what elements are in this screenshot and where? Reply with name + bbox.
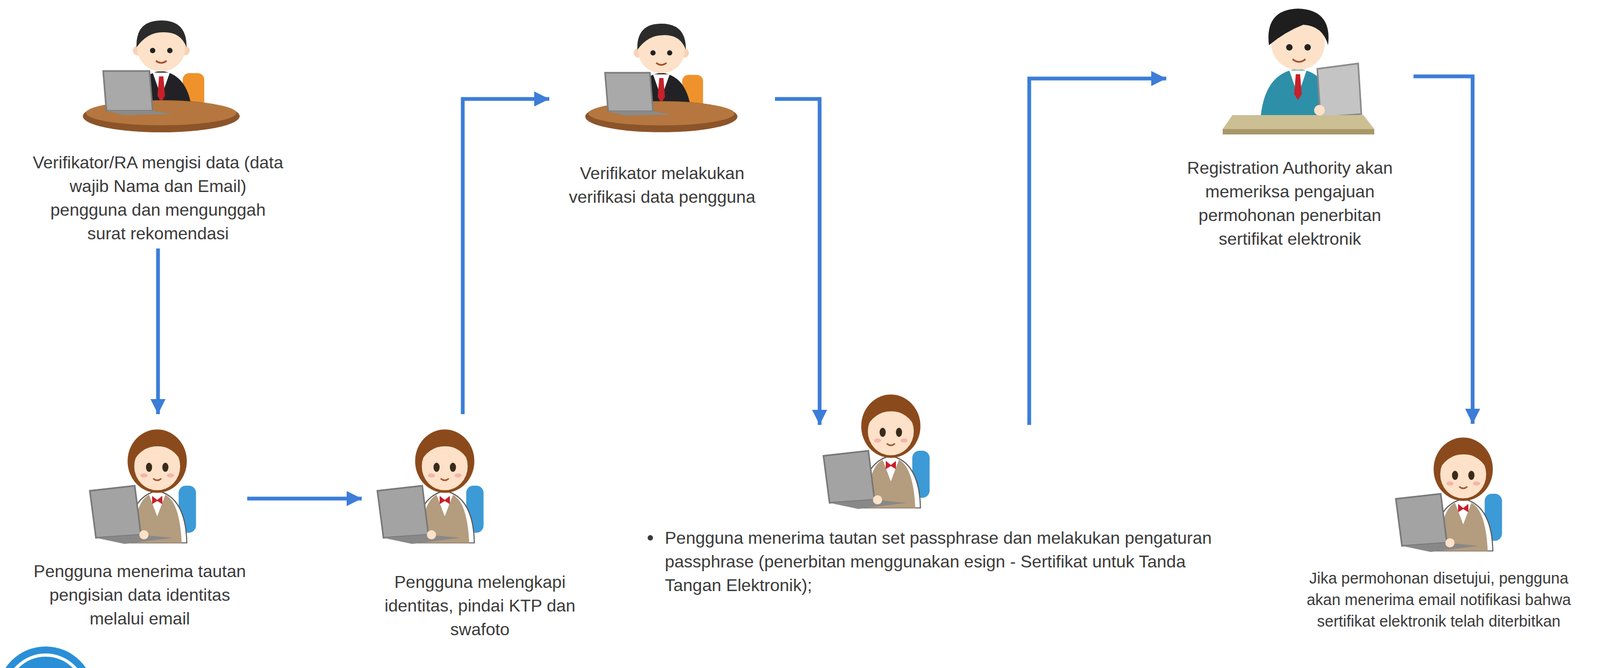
verifier-figure [82,20,240,133]
user-figure [823,394,930,509]
flow-arrow [156,248,161,414]
flow-arrow [247,496,362,501]
step-node: Pengguna menerima tautan set passphrase … [641,424,1222,600]
flow-arrow [1413,76,1473,424]
step-caption: Pengguna menerima tautan pengisian data … [32,558,248,630]
step-caption: Registration Authority akan memeriksa pe… [1166,155,1414,251]
user-figure [89,429,197,544]
step-caption: Pengguna melengkapi identitas, pindai KT… [361,569,599,641]
step-node: Pengguna menerima tautan pengisian data … [32,413,248,634]
ra-figure [1222,8,1375,135]
step-caption: Verifikator/RA mengisi data (data wajib … [29,150,288,246]
flow-arrow [1029,78,1167,425]
step-caption: Pengguna menerima tautan set passphrase … [664,525,1222,597]
user-figure [1395,437,1503,552]
verifier-figure [585,23,738,133]
user-figure [377,429,484,544]
step-node: Verifikator/RA mengisi data (data wajib … [29,5,288,249]
step-node: Pengguna melengkapi identitas, pindai KT… [361,413,599,644]
step-caption: Verifikator melakukan verifikasi data pe… [549,161,776,209]
flow-arrow [462,98,550,414]
step-node: Registration Authority akan memeriksa pe… [1166,5,1414,254]
flow-arrow [775,98,820,425]
logo-badge [0,646,95,668]
bullet-dot [646,533,655,542]
step-node: Verifikator melakukan verifikasi data pe… [549,5,776,212]
step-caption: Jika permohonan disetujui, pengguna akan… [1299,567,1579,632]
step-node: Jika permohonan disetujui, pengguna akan… [1299,423,1579,635]
